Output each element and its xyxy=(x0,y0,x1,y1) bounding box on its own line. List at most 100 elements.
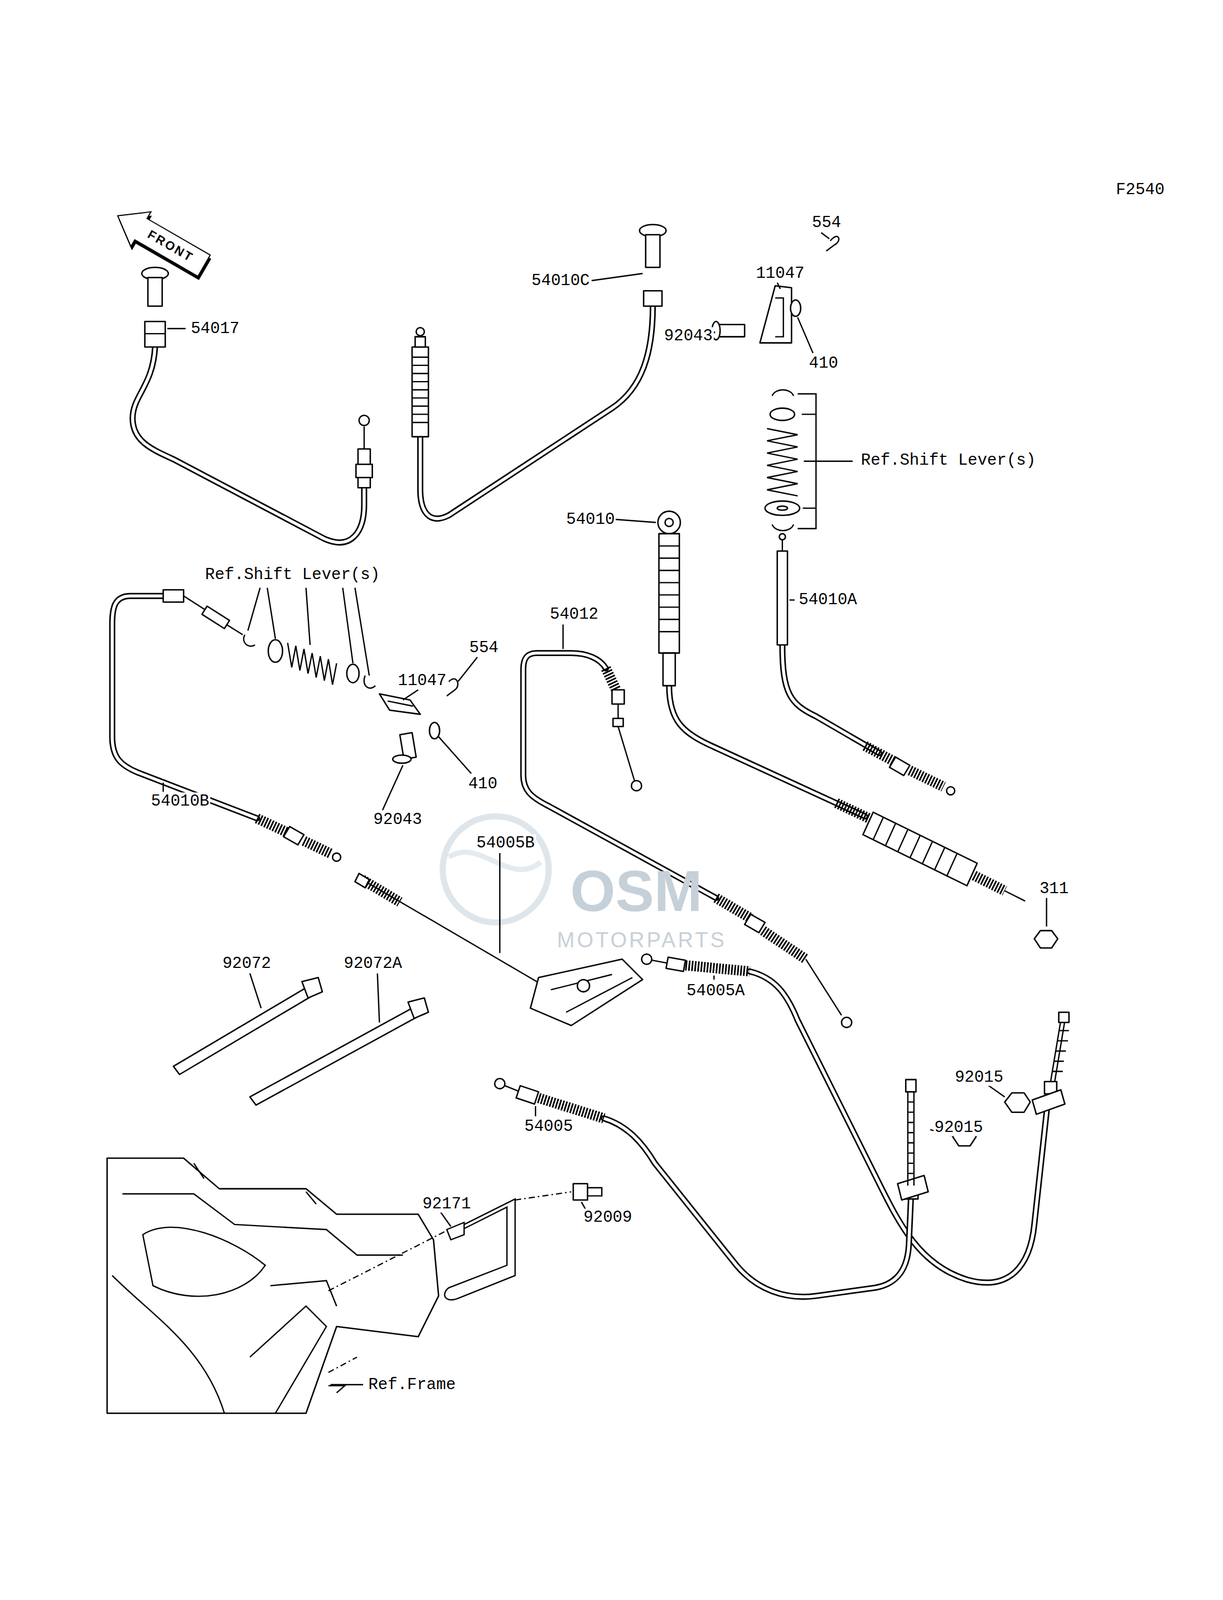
shift-lever-parts xyxy=(287,642,337,685)
shift-lever-parts xyxy=(392,755,412,764)
cable-fitting xyxy=(643,290,662,306)
cable-fitting xyxy=(651,959,669,963)
callout-number: 54010B xyxy=(150,791,211,810)
leader-line xyxy=(615,519,656,522)
cable xyxy=(132,346,365,543)
cable-fitting xyxy=(909,770,944,787)
reference-note: Ref.Shift Lever(s) xyxy=(859,451,1037,469)
cable-fitting xyxy=(612,718,623,727)
leader-line xyxy=(499,852,501,953)
leader-line xyxy=(162,782,164,792)
cable-fitting xyxy=(412,356,429,423)
cable-fitting xyxy=(515,1085,539,1104)
cable-fitting xyxy=(907,1091,915,1186)
callout-number: 11047 xyxy=(754,264,806,283)
cable-fitting xyxy=(1034,930,1058,948)
cable-fitting xyxy=(641,953,652,964)
leader-line xyxy=(562,624,564,649)
shift-lever-parts xyxy=(446,678,458,696)
cable-fitting xyxy=(577,979,590,992)
leader-line xyxy=(402,689,418,700)
cable-fitting xyxy=(897,1175,929,1200)
cable-fitting xyxy=(361,879,551,990)
cable-tie xyxy=(173,977,429,1105)
reference-note: Ref.Frame xyxy=(366,1375,457,1393)
cable-fitting xyxy=(141,224,1070,1200)
cable xyxy=(603,1118,912,1297)
cable-fitting xyxy=(201,605,230,628)
cable-fitting xyxy=(147,277,163,307)
frame-drawing xyxy=(107,1157,439,1413)
cable-fitting xyxy=(946,786,955,795)
callout-number: 54010 xyxy=(564,510,616,528)
frame-drawing xyxy=(112,1274,225,1413)
cable xyxy=(132,346,365,543)
cable xyxy=(420,306,654,519)
shift-lever-parts xyxy=(712,236,853,531)
callout-number: 92072A xyxy=(342,954,404,972)
shift-lever-parts xyxy=(429,722,440,739)
cable-fitting xyxy=(414,336,425,347)
direction-arrow: FRONT xyxy=(107,197,216,284)
cable-fitting xyxy=(363,426,365,449)
cable-fitting xyxy=(873,817,957,877)
shift-lever-parts xyxy=(790,300,801,317)
cable-fitting xyxy=(257,818,288,833)
cable xyxy=(420,306,654,519)
callout-number: 54010C xyxy=(530,271,591,289)
leader-line xyxy=(581,1201,586,1210)
cable-fitting xyxy=(1032,1089,1066,1114)
cable-fitting xyxy=(889,756,911,776)
callout-number: 410 xyxy=(808,354,840,372)
cable-fitting xyxy=(332,852,341,862)
callout-number: 54005A xyxy=(685,981,746,999)
cable-fitting xyxy=(530,958,643,1026)
cable-fitting xyxy=(1052,1030,1070,1071)
cable-fitting xyxy=(494,1078,505,1089)
leader-line xyxy=(713,975,715,980)
shift-lever-parts xyxy=(770,408,795,421)
cable-fitting xyxy=(841,1017,852,1028)
watermark-logo xyxy=(442,815,549,922)
cable xyxy=(749,970,1049,1283)
shift-lever-parts xyxy=(760,285,792,343)
leader-line xyxy=(377,973,380,1023)
cable-fitting xyxy=(355,873,370,888)
leader-line xyxy=(249,973,261,1008)
cable xyxy=(782,644,880,753)
cable-fitting xyxy=(283,826,304,845)
leader-line xyxy=(777,282,781,289)
cable-fitting xyxy=(1004,1092,1031,1113)
callout-number: 311 xyxy=(1038,880,1070,898)
callout-number: 92009 xyxy=(582,1208,633,1226)
callout-number: 92171 xyxy=(421,1195,472,1213)
leader-line xyxy=(457,656,478,682)
cable-fitting xyxy=(1059,1011,1070,1022)
cable-fitting xyxy=(665,956,686,972)
cable-fitting xyxy=(663,653,676,686)
leader-line xyxy=(591,273,643,281)
shift-lever-parts xyxy=(268,639,283,662)
shift-lever-parts xyxy=(247,587,370,676)
frame-drawing xyxy=(142,1226,265,1297)
cable xyxy=(112,595,258,819)
cable-fitting xyxy=(144,321,166,347)
cable-fitting xyxy=(744,914,766,933)
callout-number: 54017 xyxy=(189,319,241,337)
cable-fitting xyxy=(617,703,619,719)
cable-fitting xyxy=(777,550,788,645)
callout-number: 54012 xyxy=(548,605,600,623)
cable xyxy=(603,1118,912,1297)
cable-tie xyxy=(173,987,313,1075)
leader-line xyxy=(438,736,472,774)
callout-number: 54005B xyxy=(475,833,536,852)
shift-lever-parts xyxy=(777,505,788,510)
leader-line xyxy=(789,598,795,601)
callout-number: 410 xyxy=(467,774,499,792)
callout-number: 554 xyxy=(468,639,500,657)
callout-number: 54005 xyxy=(523,1117,574,1135)
cable-fitting xyxy=(974,875,1005,891)
cable-tie xyxy=(301,977,323,998)
cable-fitting xyxy=(226,624,243,635)
cable-fitting xyxy=(905,1079,916,1092)
